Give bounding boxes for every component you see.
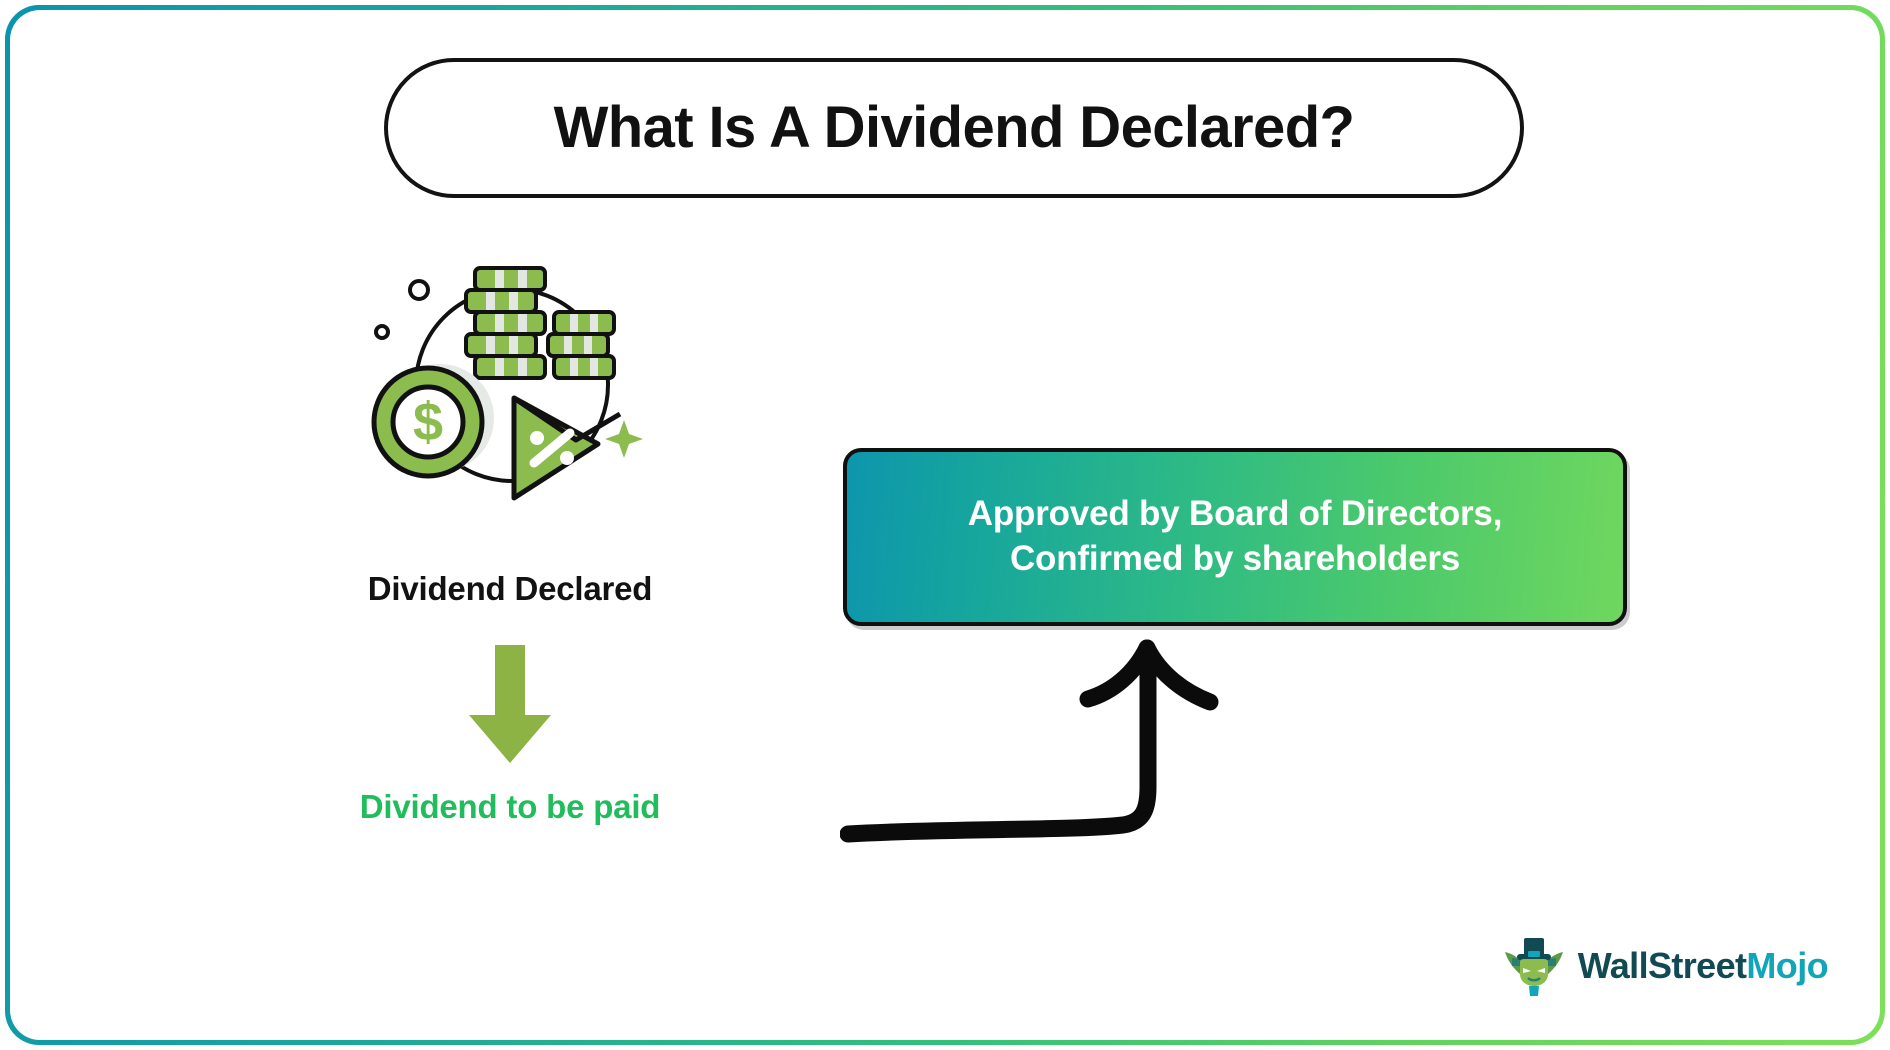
brand-name-secondary: Mojo <box>1746 945 1828 986</box>
title-pill: What Is A Dividend Declared? <box>384 58 1524 198</box>
approval-card: Approved by Board of Directors, Confirme… <box>843 448 1627 626</box>
page-title: What Is A Dividend Declared? <box>553 94 1355 160</box>
svg-text:$: $ <box>413 392 443 452</box>
down-arrow-icon <box>465 645 555 765</box>
brand-logo[interactable]: WallStreetMojo <box>1502 934 1829 998</box>
bull-mascot-icon <box>1504 938 1563 996</box>
brand-name-primary: WallStreet <box>1577 945 1747 986</box>
dividend-paid-label: Dividend to be paid <box>359 788 661 825</box>
approval-card-text: Approved by Board of Directors, Confirme… <box>967 494 1503 578</box>
infographic-content-area: What Is A Dividend Declared? <box>10 10 1880 1040</box>
brand-wordmark: WallStreetMojo <box>1577 945 1829 987</box>
illustration-caption: Dividend Declared <box>367 570 653 607</box>
dividend-money-illustration: $ <box>362 260 652 530</box>
gradient-frame-border: What Is A Dividend Declared? <box>5 5 1885 1045</box>
curved-up-arrow-icon <box>840 622 1230 852</box>
